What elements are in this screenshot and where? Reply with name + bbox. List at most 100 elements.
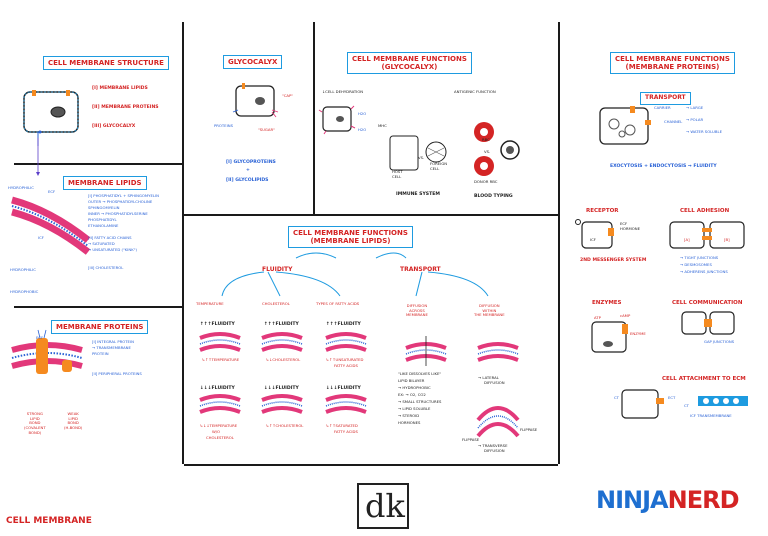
proteins-list-item: PROTEIN — [92, 351, 109, 356]
column-up-note: FATTY ACIDS — [334, 363, 358, 368]
proteins-title: MEMBRANE PROTEINS — [51, 320, 149, 335]
divider-v3 — [558, 22, 560, 464]
bilayer-temp-up — [199, 332, 241, 352]
transport-channel: CHANNEL — [664, 119, 683, 124]
across-list-item: → SMALL STRUCTURES — [398, 399, 442, 404]
func-immune: IMMUNE SYSTEM — [396, 192, 440, 197]
nerd-logo-text: NERD — [667, 486, 740, 514]
receptor-hormone: ECF HORMONE — [620, 221, 640, 231]
flippase-label-2: FLIPPASE — [462, 437, 480, 442]
lipids-branch-arrows — [221, 252, 489, 297]
func-proteins-title-line2: (MEMBRANE PROTEINS) — [625, 63, 720, 72]
glyco-list-item: [I] GLYCOPROTEINS — [226, 160, 276, 165]
adhesion-title: CELL ADHESION — [680, 208, 730, 214]
dehydration-cell — [318, 105, 356, 135]
bond-right: WEAK LIPID BOND (H-BOND) — [64, 411, 82, 431]
transport-prop: → POLAR — [686, 117, 704, 122]
lateral-diffusion: → LATERAL DIFFUSION — [478, 375, 505, 385]
proteins-list-item: [II] PERIPHERAL PROTEINS — [92, 371, 142, 376]
communication-gap: GAP JUNCTIONS — [704, 339, 735, 344]
bond-left-line: BOND) — [28, 429, 42, 435]
ninja-nerd-logo: NINJANERD — [596, 486, 739, 514]
lipids-hydrophobic: HYDROPHOBIC — [10, 289, 39, 294]
lipids-fluidity: FLUIDITY — [262, 266, 293, 273]
lipids-list-item: [II] FATTY ACID CHAINS — [88, 235, 132, 240]
adhesion-cell-b: [B] — [724, 237, 730, 242]
glyco-list-plus: + — [246, 168, 250, 173]
across-list-item: → LIPID SOLUBLE — [398, 406, 431, 411]
func-foreign-line: FOREIGN — [430, 161, 448, 166]
lipids-list-item: OUTER → PHOSPHATIDYLCHOLINE — [88, 199, 153, 204]
lipids-list-item: ETHANOLAMINE — [88, 223, 119, 228]
glyco-label-cap: "CAP" — [282, 93, 294, 98]
diffusion-within-line: WITHIN — [482, 307, 497, 313]
enzymes-camp: cAMP — [620, 313, 631, 318]
column-down-note: CHOLESTEROL — [206, 435, 234, 440]
receptor-title: RECEPTOR — [586, 208, 619, 214]
func-glyco-title: CELL MEMBRANE FUNCTIONS (GLYCOCALYX) — [347, 52, 472, 75]
lateral-line: → LATERAL — [478, 375, 499, 380]
lipids-list-item: INNER → PHOSPHATIDYLSERINE — [88, 211, 148, 216]
bond-left-line: STRONG — [26, 411, 43, 416]
transport-exo: EXOCYTOSIS + ENDOCYTOSIS → FLUIDITY — [610, 164, 717, 169]
column-down-note: ↳↑↑CHOLESTEROL — [266, 423, 304, 428]
func-vs: VS. — [418, 155, 425, 160]
across-list-item: HORMONES — [398, 420, 421, 425]
communication-diagram — [681, 311, 735, 335]
diffusion-within-title: DIFFUSION WITHIN THE MEMBRANE — [474, 303, 505, 318]
func-glyco-title-line1: CELL MEMBRANE FUNCTIONS — [352, 55, 467, 63]
dk-logo: dk — [357, 483, 409, 529]
divider-h1 — [14, 163, 182, 165]
column-down-note: ↳↑↑SATURATED — [326, 423, 358, 428]
ecm-diagram — [621, 389, 748, 419]
func-proteins-title: CELL MEMBRANE FUNCTIONS (MEMBRANE PROTEI… — [610, 52, 735, 75]
lipids-list-item: [III] CHOLESTEROL — [88, 265, 124, 270]
func-donor: DONOR RBC — [474, 179, 498, 184]
across-list-item: "LIKE DISSOLVES LIKE" — [398, 371, 442, 376]
structure-item-proteins: [II] MEMBRANE PROTEINS — [92, 105, 159, 110]
diffusion-within-line: THE MEMBRANE — [474, 312, 505, 318]
receptor-hormone-line: ECF — [620, 221, 628, 226]
bond-left-line: BOND — [29, 420, 41, 426]
structure-title: CELL MEMBRANE STRUCTURE — [43, 56, 169, 71]
transverse-line: → TRANSVERSE — [478, 443, 508, 448]
across-list-item: → HYDROPHOBIC — [398, 385, 431, 390]
lipids-title: MEMBRANE LIPIDS — [63, 176, 147, 191]
func-lipids-title-line2: (MEMBRANE LIPIDS) — [310, 237, 391, 246]
lateral-line: DIFFUSION — [484, 379, 505, 385]
func-foreign-cell: FOREIGN CELL — [430, 161, 448, 171]
receptor-icf: ICF — [590, 237, 596, 242]
diffusion-diagrams — [405, 336, 520, 438]
divider-v2 — [313, 22, 315, 214]
flippase-label: FLIPPASE — [520, 427, 538, 432]
enzymes-diagram — [591, 321, 628, 353]
ninja-logo-text: NINJA — [596, 486, 669, 514]
enzymes-title: ENZYMES — [592, 300, 622, 306]
bilayer-temp-down — [199, 394, 241, 414]
column-up-note: ↳↑↑TEMPERATURE — [202, 357, 240, 362]
func-mhc: MHC — [378, 123, 387, 128]
across-list-item: → STEROID — [398, 413, 420, 418]
transport-prop: → WATER SOLUBLE — [686, 129, 723, 134]
footer-title: CELL MEMBRANE — [6, 516, 92, 526]
func-foreign-line: CELL — [430, 165, 440, 171]
glycocalyx-cell — [232, 83, 279, 118]
lipids-hydrophilic-bottom: HYDROPHILIC — [10, 267, 36, 272]
func-lipids-title: CELL MEMBRANE FUNCTIONS (MEMBRANE LIPIDS… — [288, 226, 413, 249]
func-rbc-vs: VS. — [484, 149, 491, 154]
across-list-item: LIPID BILAYER — [398, 378, 425, 383]
ecm-label: ECT — [668, 395, 676, 400]
bond-right-line: LIPID — [68, 415, 78, 421]
flippase-bilayer — [476, 406, 520, 438]
lipids-hydrophilic-top: HYDROPHILIC — [8, 185, 34, 190]
structure-item-glycocalyx: [III] GLYCOCALYX — [92, 124, 136, 129]
transport-prop: → LARGE — [686, 105, 704, 110]
func-proteins-title-line1: CELL MEMBRANE FUNCTIONS — [615, 55, 730, 63]
ecm-label: CT — [684, 403, 689, 408]
divider-h2 — [182, 214, 558, 216]
divider-h4 — [184, 464, 558, 466]
ecm-title: CELL ATTACHMENT TO ECM — [662, 376, 746, 382]
divider-v4 — [182, 214, 184, 464]
lipids-list-item: [I] PHOSPHATIDYL + SPHINGOMYELIN — [88, 193, 159, 198]
proteins-list-item: [I] INTEGRAL PROTEIN — [92, 339, 134, 344]
